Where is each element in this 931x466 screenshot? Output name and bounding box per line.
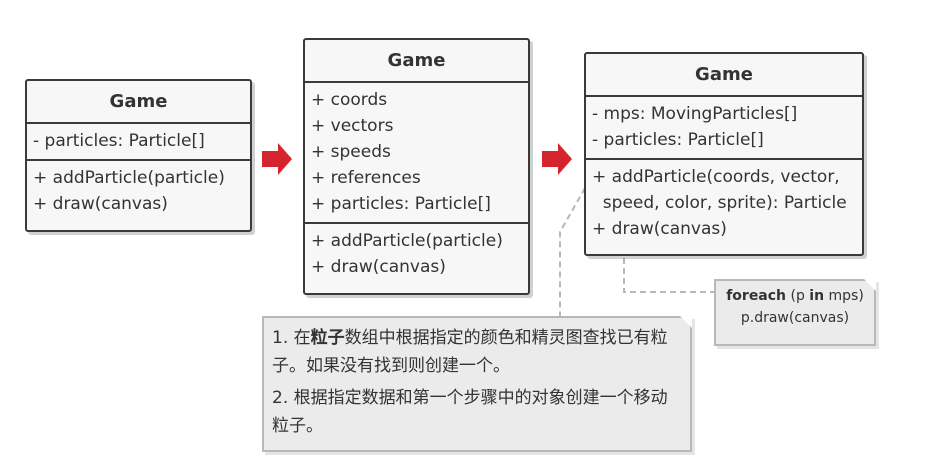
class-box-3: Game - mps: MovingParticles[] - particle… — [584, 52, 864, 256]
text-note-content: 1. 在粒子数组中根据指定的颜色和精灵图查找已有粒子。如果没有找到则创建一个。 … — [264, 318, 690, 446]
field: + vectors — [311, 116, 394, 136]
field: + references — [311, 168, 421, 188]
note-paragraph-1: 1. 在粒子数组中根据指定的颜色和精灵图查找已有粒子。如果没有找到则创建一个。 — [272, 324, 682, 380]
method: + addParticle(coords, vector, — [592, 167, 840, 187]
note-text: 数组中根据指定的颜色和精灵图查找已有粒子。如果没有找到则创建一个。 — [272, 328, 668, 376]
note-text-bold: 粒子 — [310, 328, 345, 348]
method: + draw(canvas) — [311, 257, 446, 277]
connector-code-note — [623, 258, 715, 293]
method: + addParticle(particle) — [33, 168, 225, 188]
text-note: 1. 在粒子数组中根据指定的颜色和精灵图查找已有粒子。如果没有找到则创建一个。 … — [262, 316, 692, 452]
arrow-right-icon — [542, 143, 572, 175]
code-note-content: foreach (p in mps) p.draw(canvas) — [716, 281, 874, 329]
field: - particles: Particle[] — [33, 131, 205, 151]
field: + coords — [311, 90, 388, 110]
method: + draw(canvas) — [33, 194, 168, 214]
keyword: foreach — [726, 288, 787, 304]
fields-section: - mps: MovingParticles[] - particles: Pa… — [586, 97, 862, 160]
code-text: mps) — [824, 288, 864, 304]
code-note: foreach (p in mps) p.draw(canvas) — [714, 279, 876, 346]
arrow-right-icon — [262, 143, 292, 175]
fields-section: - particles: Particle[] — [27, 124, 250, 161]
code-text: (p — [786, 288, 810, 304]
field: + particles: Particle[] — [311, 194, 491, 214]
method: speed, color, sprite): Particle — [592, 193, 847, 213]
code-line-1: foreach (p in mps) — [716, 285, 874, 307]
keyword: in — [809, 288, 825, 304]
method: + draw(canvas) — [592, 219, 727, 239]
methods-section: + addParticle(particle) + draw(canvas) — [27, 161, 250, 222]
class-title: Game — [586, 54, 862, 97]
note-text: 1. 在 — [272, 328, 311, 348]
code-line-2: p.draw(canvas) — [740, 310, 850, 326]
methods-section: + addParticle(particle) + draw(canvas) — [305, 224, 528, 285]
field: + speeds — [311, 142, 391, 162]
note-paragraph-2: 2. 根据指定数据和第一个步骤中的对象创建一个移动粒子。 — [272, 388, 668, 436]
fields-section: + coords + vectors + speeds + references… — [305, 83, 528, 224]
field: - particles: Particle[] — [592, 130, 764, 150]
class-title: Game — [27, 81, 250, 124]
class-box-1: Game - particles: Particle[] + addPartic… — [25, 79, 252, 232]
class-title: Game — [305, 40, 528, 83]
note-fold — [864, 279, 876, 291]
methods-section: + addParticle(coords, vector, speed, col… — [586, 160, 862, 247]
field: - mps: MovingParticles[] — [592, 104, 798, 124]
connector-text-note — [559, 187, 586, 318]
class-box-2: Game + coords + vectors + speeds + refer… — [303, 38, 530, 295]
method: + addParticle(particle) — [311, 231, 503, 251]
note-fold — [680, 316, 692, 328]
